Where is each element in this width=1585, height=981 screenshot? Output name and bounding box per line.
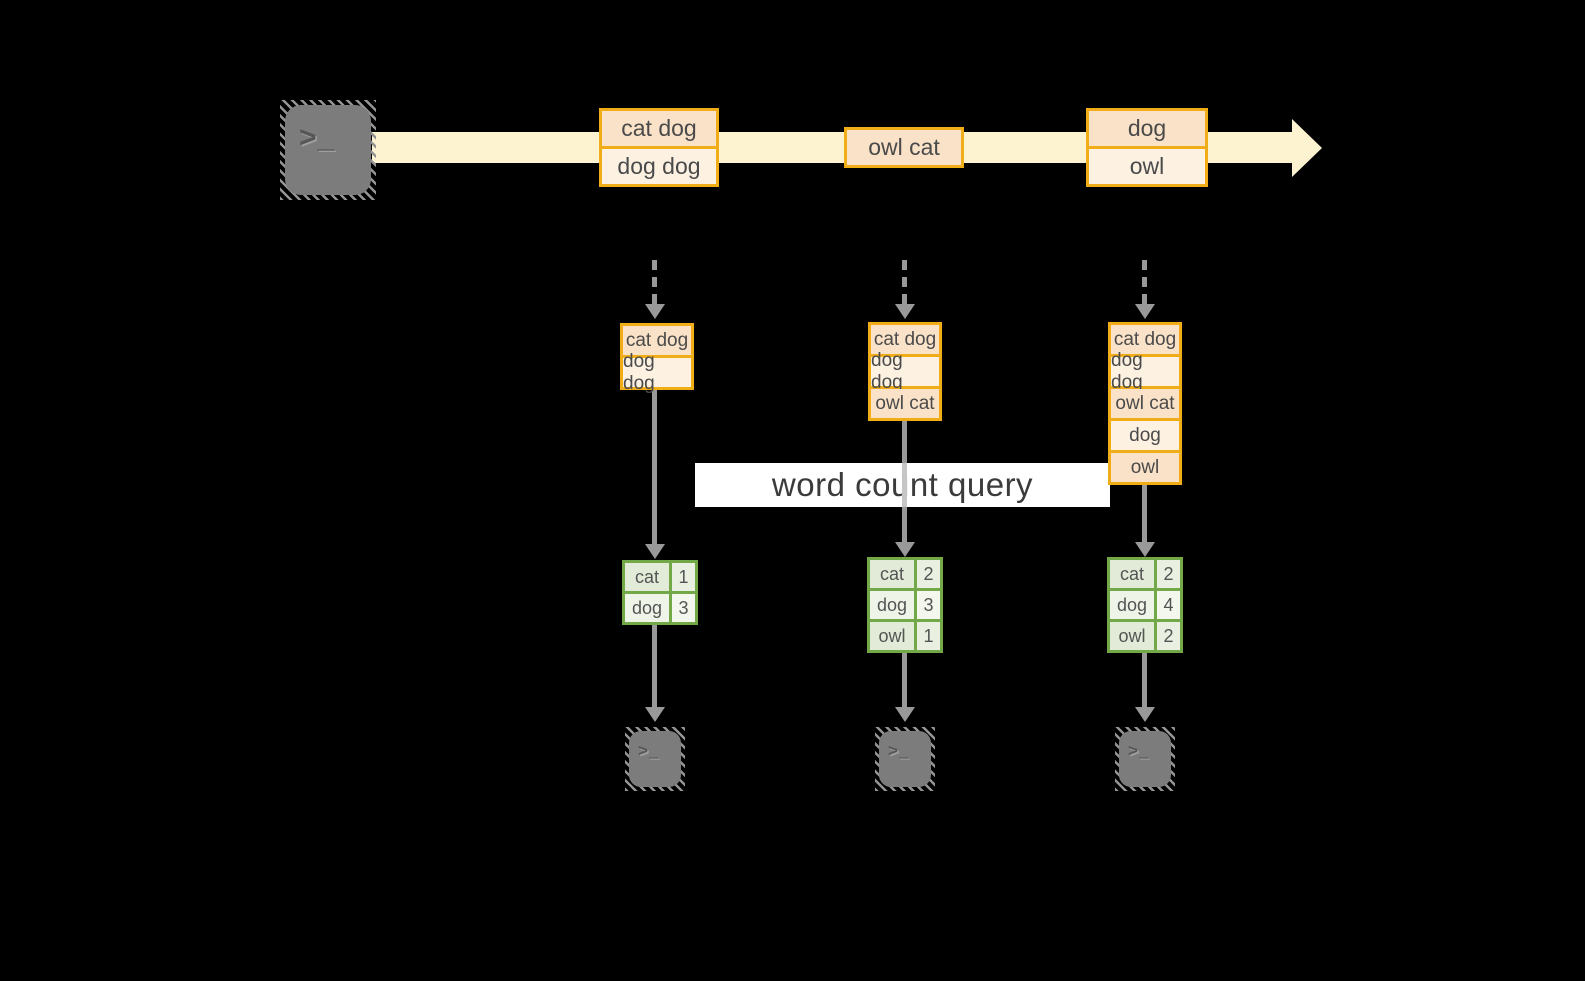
flow-arrow-overlay	[902, 463, 907, 507]
terminal-screen: >_	[1119, 731, 1171, 787]
prompt-glyph: >_	[888, 741, 910, 760]
input-row: cat dog	[623, 326, 691, 355]
unbounded-input-table-2: cat dog dog dog owl cat	[868, 322, 942, 421]
stream-record: dog	[1089, 111, 1205, 146]
result-word-cell: owl	[1110, 622, 1154, 650]
result-word-cell: cat	[625, 563, 669, 591]
stream-record: dog dog	[602, 149, 716, 184]
result-table-3: cat 2 dog 4 owl 2	[1107, 557, 1183, 653]
input-row: owl cat	[871, 389, 939, 418]
terminal-screen: >_	[629, 731, 681, 787]
result-row: cat 1	[625, 563, 695, 591]
terminal-sink-icon: >_	[1115, 727, 1175, 791]
arrowhead-icon	[895, 304, 915, 319]
result-count-cell: 2	[1157, 622, 1180, 650]
result-row: dog 3	[625, 594, 695, 622]
result-count-cell: 4	[1157, 591, 1180, 619]
result-row: dog 3	[870, 591, 940, 619]
terminal-screen: >_	[285, 105, 371, 195]
terminal-sink-icon: >_	[875, 727, 935, 791]
arrowhead-icon	[645, 304, 665, 319]
result-row: cat 2	[870, 560, 940, 588]
input-row: cat dog	[871, 325, 939, 354]
result-word-cell: dog	[870, 591, 914, 619]
flow-arrow	[902, 653, 907, 708]
flow-arrow	[1142, 485, 1147, 542]
result-word-cell: cat	[870, 560, 914, 588]
input-stream-arrowhead-icon	[1292, 119, 1322, 177]
arrowhead-icon	[895, 542, 915, 557]
arrowhead-icon	[1135, 707, 1155, 722]
prompt-glyph: >_	[299, 121, 336, 154]
result-word-cell: dog	[625, 594, 669, 622]
arrowhead-icon	[1135, 304, 1155, 319]
terminal-source-icon: >_	[280, 100, 376, 200]
stream-record: cat dog	[602, 111, 716, 146]
input-row: dog dog	[871, 350, 939, 393]
result-word-cell: cat	[1110, 560, 1154, 588]
flow-arrow	[1142, 653, 1147, 708]
input-row: dog dog	[1111, 350, 1179, 393]
result-word-cell: dog	[1110, 591, 1154, 619]
stream-batch-1: cat dog dog dog	[599, 108, 719, 187]
arrowhead-icon	[645, 544, 665, 559]
result-count-cell: 1	[917, 622, 940, 650]
dashed-arrow	[652, 260, 657, 305]
stream-batch-3: dog owl	[1086, 108, 1208, 187]
dashed-arrow	[1142, 260, 1147, 305]
result-row: dog 4	[1110, 591, 1180, 619]
result-row: owl 1	[870, 622, 940, 650]
stream-record: owl	[1089, 149, 1205, 184]
prompt-glyph: >_	[1128, 741, 1150, 760]
arrowhead-icon	[1135, 542, 1155, 557]
flow-arrow	[652, 625, 657, 708]
unbounded-input-table-1: cat dog dog dog	[620, 323, 694, 394]
result-count-cell: 3	[672, 594, 695, 622]
result-count-cell: 1	[672, 563, 695, 591]
prompt-glyph: >_	[638, 741, 660, 760]
result-table-2: cat 2 dog 3 owl 1	[867, 557, 943, 653]
result-word-cell: owl	[870, 622, 914, 650]
terminal-screen: >_	[879, 731, 931, 787]
input-row: cat dog	[1111, 325, 1179, 354]
result-row: owl 2	[1110, 622, 1180, 650]
result-row: cat 2	[1110, 560, 1180, 588]
stream-record: owl cat	[847, 130, 961, 165]
terminal-sink-icon: >_	[625, 727, 685, 791]
result-count-cell: 2	[1157, 560, 1180, 588]
input-row: dog dog	[623, 351, 691, 394]
result-count-cell: 2	[917, 560, 940, 588]
arrowhead-icon	[645, 707, 665, 722]
input-row: owl	[1111, 453, 1179, 482]
flow-arrow	[652, 390, 657, 545]
unbounded-input-table-3: cat dog dog dog owl cat dog owl	[1108, 322, 1182, 485]
arrowhead-icon	[895, 707, 915, 722]
stream-batch-2: owl cat	[844, 127, 964, 168]
result-count-cell: 3	[917, 591, 940, 619]
result-table-1: cat 1 dog 3	[622, 560, 698, 625]
dashed-arrow	[902, 260, 907, 305]
input-row: dog	[1111, 421, 1179, 450]
input-row: owl cat	[1111, 389, 1179, 418]
